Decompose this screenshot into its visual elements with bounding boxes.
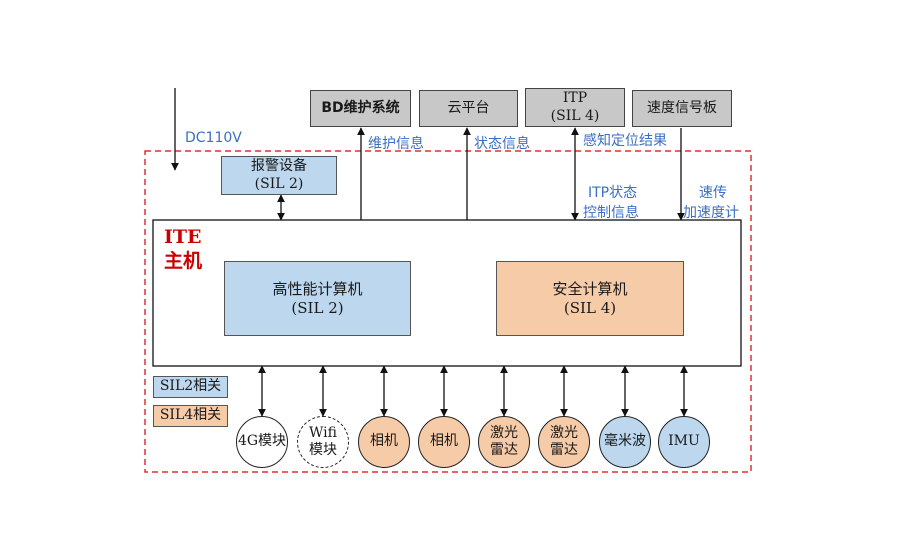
accelerometer-label-line2: 加速度计 [683,205,739,221]
sensor-label: 相机 [430,433,458,450]
sensor-lidar-1: 激光 雷达 [478,416,530,468]
sensor-label-line2: 雷达 [550,442,578,458]
sensor-label-line2: 模块 [309,442,337,458]
power-label: DC110V [185,130,242,146]
legend-sil4: SIL4相关 [153,405,228,427]
itp-sil-label: (SIL 4) [550,107,600,124]
sensor-label: Wifi [309,424,337,441]
sensor-camera-2: 相机 [418,416,470,468]
ite-title-line1: ITE [164,226,202,248]
ite-host-title: ITE 主机 [164,226,202,274]
legend-sil2-label: SIL2相关 [159,378,222,395]
sensor-wifi-module: Wifi 模块 [297,416,349,468]
speed-signal-board-label: 速度信号板 [647,99,717,116]
sensor-label: 4G模块 [237,433,287,450]
sensor-4g-module: 4G模块 [236,416,288,468]
alarm-device-label: 报警设备 [251,158,307,174]
legend-sil4-label: SIL4相关 [159,407,222,424]
sensor-label: 相机 [370,433,398,450]
alarm-device-box: 报警设备 (SIL 2) [221,156,337,195]
sensor-links [258,365,688,417]
safety-computer-box: 安全计算机 (SIL 4) [496,261,684,336]
cloud-platform-label: 云平台 [447,99,490,116]
positioning-result-label: 感知定位结果 [583,133,667,149]
bd-maintenance-system-label: BD维护系统 [321,99,400,116]
sensor-label-line2: 雷达 [490,442,518,458]
itp-label: ITP [562,90,588,106]
sensor-lidar-2: 激光 雷达 [538,416,590,468]
status-info-label: 状态信息 [474,136,530,152]
sensor-label: 毫米波 [604,433,646,450]
sensor-label: 激光 [490,424,518,441]
speed-signal-board-box: 速度信号板 [632,90,732,127]
cloud-platform-box: 云平台 [419,90,518,127]
itp-box: ITP (SIL 4) [525,88,625,127]
safety-computer-sil-label: (SIL 4) [563,298,617,317]
alarm-device-sil-label: (SIL 2) [254,175,304,192]
itp-control-info-label-line2: 控制信息 [583,205,639,221]
high-performance-computer-sil-label: (SIL 2) [291,298,344,317]
sensor-mmwave-radar: 毫米波 [599,416,651,468]
safety-computer-label: 安全计算机 [552,279,628,298]
maintenance-info-label: 维护信息 [368,136,424,152]
ite-title-line2: 主机 [164,249,203,272]
high-performance-computer-label: 高性能计算机 [272,279,363,298]
speed-sensor-label-line1: 速传 [699,185,727,201]
system-boundary [144,150,752,473]
bd-maintenance-system-box: BD维护系统 [310,90,411,127]
legend-sil2: SIL2相关 [153,376,228,398]
sensor-label: IMU [668,433,700,450]
sensor-label: 激光 [550,424,578,441]
sensor-camera-1: 相机 [358,416,410,468]
sensor-imu: IMU [658,416,710,468]
high-performance-computer-box: 高性能计算机 (SIL 2) [224,261,411,336]
itp-control-info-label-line1: ITP状态 [588,185,638,201]
